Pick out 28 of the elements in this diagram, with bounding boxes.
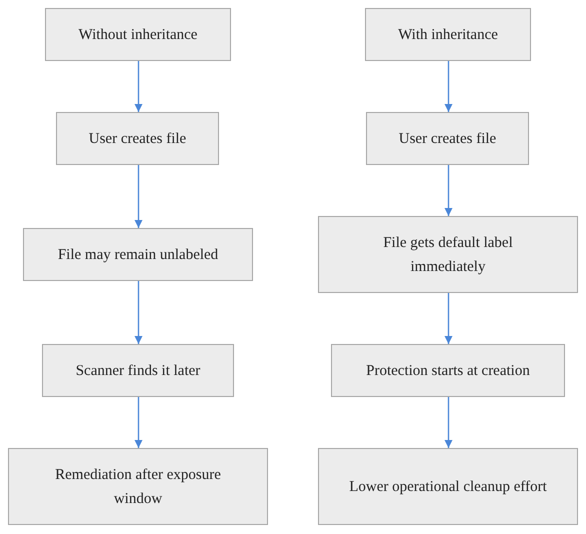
process-box bbox=[45, 8, 231, 61]
step-text: User creates file bbox=[398, 130, 496, 148]
step-text: User creates file bbox=[88, 130, 186, 148]
process-box bbox=[23, 228, 253, 281]
process-box bbox=[331, 344, 565, 397]
process-box bbox=[318, 216, 578, 293]
arrow bbox=[134, 165, 142, 228]
arrow bbox=[134, 397, 142, 448]
process-box bbox=[318, 448, 578, 525]
step-text: File may remain unlabeled bbox=[58, 246, 218, 264]
process-box bbox=[42, 344, 234, 397]
step-text: File gets default label immediately bbox=[382, 234, 514, 276]
arrow bbox=[134, 61, 142, 112]
step-text: Lower operational cleanup effort bbox=[349, 478, 547, 496]
arrow bbox=[134, 281, 142, 344]
step-text: With inheritance bbox=[398, 26, 498, 44]
arrow bbox=[444, 397, 452, 448]
process-box bbox=[8, 448, 268, 525]
process-box bbox=[365, 8, 531, 61]
process-box bbox=[56, 112, 219, 165]
arrow bbox=[444, 293, 452, 344]
step-text: Remediation after exposure window bbox=[54, 466, 222, 508]
arrow bbox=[444, 61, 452, 112]
step-text: Scanner finds it later bbox=[76, 362, 200, 380]
step-text: Protection starts at creation bbox=[366, 362, 530, 380]
process-box bbox=[366, 112, 529, 165]
arrow bbox=[444, 165, 452, 216]
step-text: Without inheritance bbox=[78, 26, 198, 44]
